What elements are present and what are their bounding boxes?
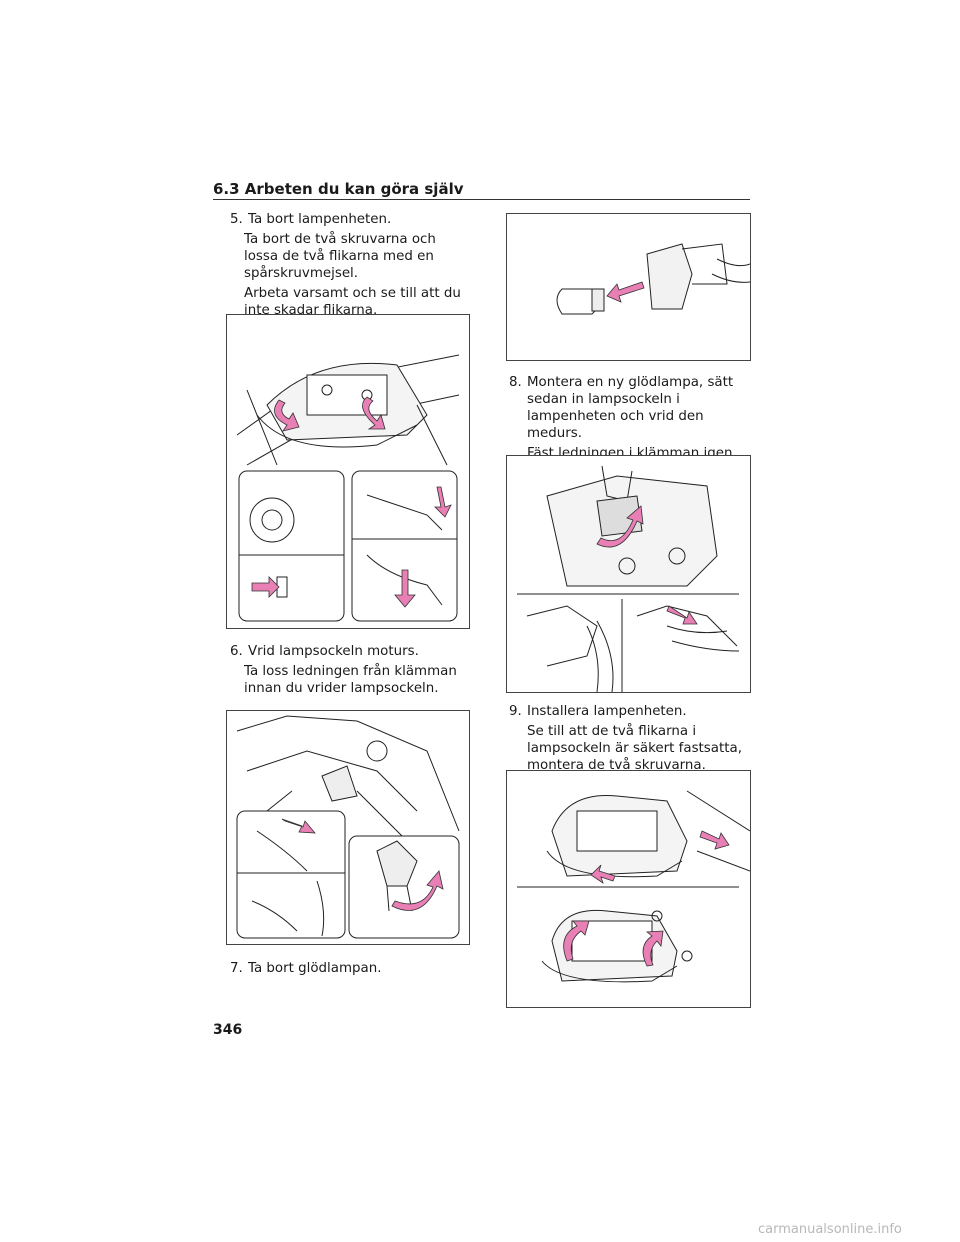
step-title: Installera lampenheten. bbox=[527, 704, 687, 719]
step-number: 8. bbox=[509, 375, 522, 390]
step-title: Montera en ny glödlampa, sätt sedan in l… bbox=[527, 375, 734, 441]
step-body: Ta loss ledningen från klämman innan du … bbox=[244, 664, 457, 696]
step-number: 5. bbox=[230, 212, 243, 227]
step-7: 7. Ta bort glödlampan. bbox=[230, 960, 470, 980]
step-number: 7. bbox=[230, 961, 243, 976]
page-number: 346 bbox=[213, 1022, 243, 1038]
figure-bulb-removal bbox=[506, 213, 751, 361]
step-number: 6. bbox=[230, 644, 243, 659]
step-body: Se till att de två flikarna i lampsockel… bbox=[527, 724, 742, 773]
step-body: Ta bort de två skruvarna och lossa de tv… bbox=[244, 232, 436, 281]
socket-install-illustration bbox=[517, 465, 740, 692]
figure-lamp-unit-install bbox=[506, 770, 751, 1008]
socket-twist-illustration bbox=[236, 715, 460, 939]
watermark: carmanualsonline.info bbox=[758, 1222, 902, 1237]
step-title: Ta bort lampenheten. bbox=[248, 212, 392, 227]
section-title: 6.3 Arbeten du kan göra själv bbox=[213, 180, 464, 198]
figure-socket-install bbox=[506, 455, 751, 693]
lamp-unit-illustration bbox=[236, 354, 460, 622]
step-6: 6. Vrid lampsockeln moturs. Ta loss ledni… bbox=[230, 643, 470, 700]
step-title: Vrid lampsockeln moturs. bbox=[248, 644, 419, 659]
lamp-unit-install-illustration bbox=[517, 790, 750, 983]
figure-lamp-unit-removal bbox=[226, 314, 470, 629]
step-9: 9. Installera lampenheten. Se till att de… bbox=[509, 703, 755, 777]
step-number: 9. bbox=[509, 704, 522, 719]
header-rule bbox=[213, 199, 750, 200]
figure-socket-twist bbox=[226, 710, 470, 945]
bulb-removal-illustration bbox=[556, 243, 750, 315]
step-title: Ta bort glödlampan. bbox=[248, 961, 382, 976]
step-5: 5. Ta bort lampenheten. Ta bort de två sk… bbox=[230, 211, 470, 322]
